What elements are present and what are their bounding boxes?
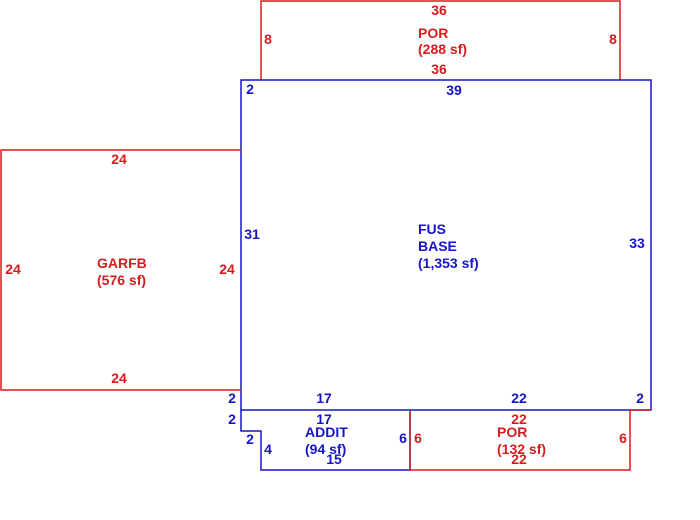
por-bottom-dim-bottom: 22 [511, 451, 527, 467]
addit-dim-bottom: 15 [326, 451, 342, 467]
fus-base-dim-left-corner: 2 [228, 390, 236, 406]
por-top-dim-right: 8 [609, 31, 617, 47]
por-top-area: (288 sf) [418, 41, 467, 57]
addit-dim-left-lower: 2 [246, 431, 254, 447]
fus-base-dim-right: 33 [629, 235, 645, 251]
fus-base-dim-left: 31 [244, 226, 260, 242]
garfb-outline [0, 149, 241, 391]
por-bottom-dim-top: 22 [511, 411, 527, 427]
garfb-dim-top: 24 [111, 151, 127, 167]
fus-base-dim-bottom-left: 17 [316, 390, 332, 406]
addit-dim-notch: 4 [264, 441, 272, 457]
addit-dim-right: 6 [399, 430, 407, 446]
addit-dim-top: 17 [316, 411, 332, 427]
por-bottom-name: POR [497, 424, 527, 440]
por-top-outline [260, 0, 621, 80]
garfb-dim-left: 24 [5, 261, 21, 277]
fus-base-area: (1,353 sf) [418, 255, 479, 271]
fus-base-dim-top-left: 2 [246, 81, 254, 97]
garfb-dim-right: 24 [219, 261, 235, 277]
por-bottom-dim-left: 6 [414, 430, 422, 446]
fus-base-outline [240, 79, 652, 411]
fus-base-dim-bottom-corner: 2 [636, 390, 644, 406]
garfb-area: (576 sf) [97, 272, 146, 288]
fus-base-dim-top: 39 [446, 82, 462, 98]
fus-base-dim-bottom-right: 22 [511, 390, 527, 406]
por-top-name: POR [418, 25, 448, 41]
garfb-dim-bottom: 24 [111, 370, 127, 386]
por-top-dim-top: 36 [431, 2, 447, 18]
fus-base-name-line1: FUS [418, 221, 446, 237]
por-top-dim-left: 8 [264, 31, 272, 47]
addit-dim-left-upper: 2 [228, 411, 236, 427]
garfb-name: GARFB [97, 255, 147, 271]
addit-name: ADDIT [305, 424, 348, 440]
por-bottom-area: (132 sf) [497, 441, 546, 457]
por-bottom-dim-right: 6 [619, 430, 627, 446]
fus-base-name-line2: BASE [418, 238, 457, 254]
addit-area: (94 sf) [305, 441, 346, 457]
por-bottom-outline [409, 409, 651, 471]
por-top-dim-bottom: 36 [431, 61, 447, 77]
